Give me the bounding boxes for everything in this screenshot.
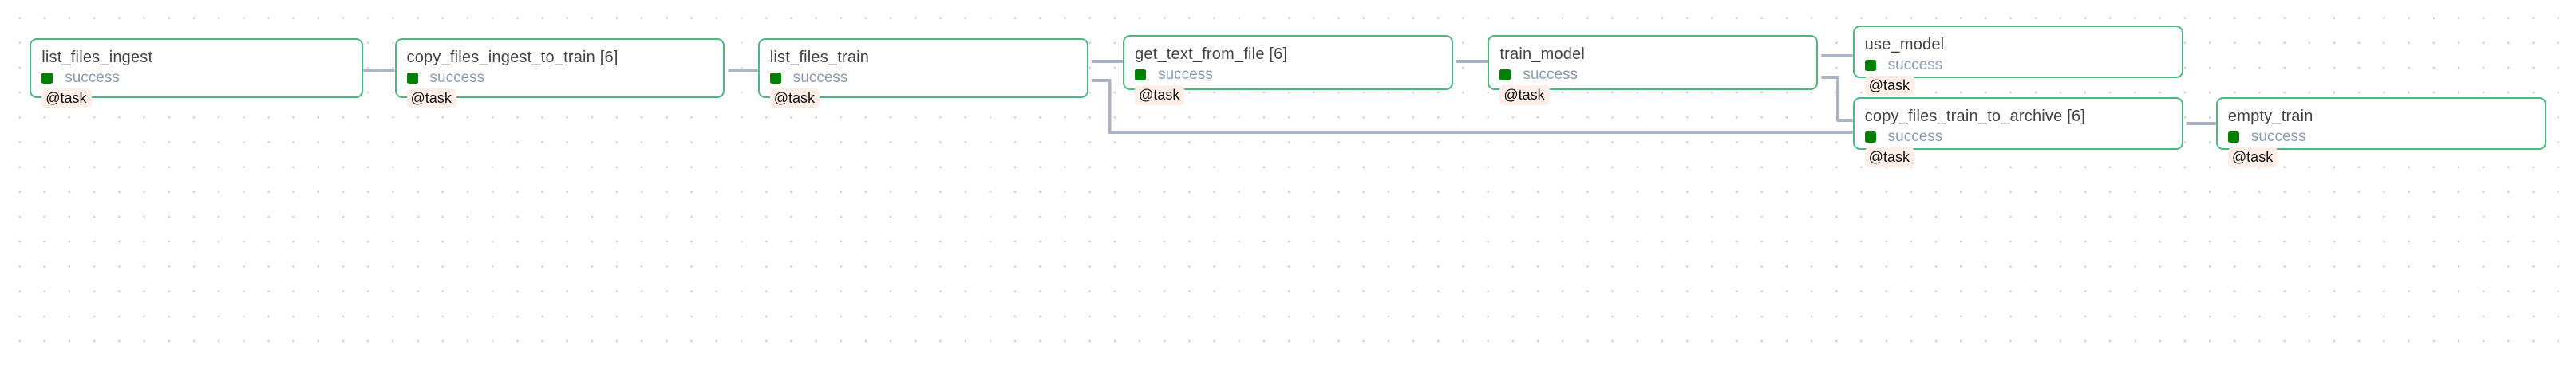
edge-train-model-to-copy-files-train-to-archive [1821, 77, 1852, 120]
dag-node-copy-files-ingest-to-train[interactable]: copy_files_ingest_to_train [6] success @… [394, 38, 725, 108]
node-status-row: success [769, 69, 848, 87]
node-title: list_files_ingest [41, 49, 153, 66]
node-task-badge: @task [1864, 147, 1914, 167]
node-status-label: success [792, 69, 848, 86]
node-status-label: success [1158, 66, 1213, 83]
node-task-badge: @task [406, 88, 456, 108]
dag-node-copy-files-train-to-archive[interactable]: copy_files_train_to_archive [6] success … [1852, 97, 2183, 167]
green-square-status-icon [406, 73, 418, 84]
dag-node-train-model[interactable]: train_model success @task [1488, 35, 1819, 105]
dag-node-list-files-ingest[interactable]: list_files_ingest success @task [30, 38, 364, 108]
green-square-status-icon [1864, 60, 1876, 71]
green-square-status-icon [1135, 69, 1147, 80]
dag-node-get-text-from-file[interactable]: get_text_from_file [6] success @task [1123, 35, 1453, 105]
node-status-row: success [1499, 66, 1578, 84]
node-task-badge: @task [769, 88, 820, 108]
node-status-label: success [1523, 66, 1578, 83]
node-task-badge: @task [41, 88, 92, 108]
node-title: use_model [1864, 36, 1945, 53]
node-status-label: success [429, 69, 485, 86]
dag-node-empty-train[interactable]: empty_train success @task [2215, 97, 2546, 167]
node-status-label: success [1887, 57, 1943, 73]
dag-node-list-files-train[interactable]: list_files_train success @task [757, 38, 1088, 108]
node-title: empty_train [2227, 108, 2313, 125]
node-status-row: success [2227, 128, 2306, 146]
green-square-status-icon [1499, 69, 1511, 80]
green-square-status-icon [1864, 131, 1876, 143]
node-task-badge: @task [1135, 85, 1185, 105]
green-square-status-icon [769, 73, 781, 84]
node-task-badge: @task [2227, 147, 2278, 167]
node-title: get_text_from_file [6] [1135, 45, 1288, 63]
node-title: train_model [1499, 45, 1586, 63]
node-status-label: success [2250, 128, 2306, 145]
node-title: copy_files_ingest_to_train [6] [406, 49, 618, 66]
node-status-row: success [41, 69, 120, 87]
node-status-row: success [1864, 128, 1943, 146]
node-task-badge: @task [1499, 85, 1550, 105]
node-status-row: success [1864, 57, 1943, 74]
node-status-label: success [65, 69, 120, 86]
node-title: copy_files_train_to_archive [6] [1864, 108, 2086, 125]
node-task-badge: @task [1864, 76, 1914, 96]
node-status-label: success [1887, 128, 1943, 145]
dag-node-use-model[interactable]: use_model success @task [1852, 26, 2183, 96]
node-title: list_files_train [769, 49, 870, 66]
node-status-row: success [406, 69, 485, 87]
node-status-row: success [1135, 66, 1213, 84]
green-square-status-icon [41, 73, 53, 84]
green-square-status-icon [2227, 131, 2239, 143]
